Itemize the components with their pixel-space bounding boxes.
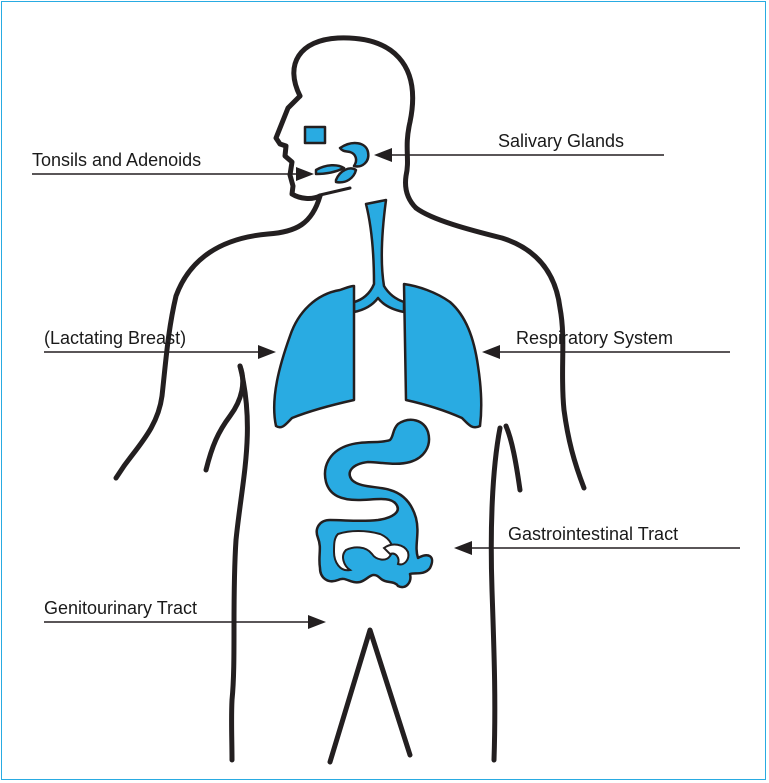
face-front (276, 96, 320, 198)
gastrointestinal-tract (317, 420, 432, 587)
left-torso-side (232, 366, 248, 760)
right-lung (404, 284, 481, 427)
label-genito: Genitourinary Tract (44, 598, 197, 618)
arrow-breast (258, 345, 276, 359)
label-breast: (Lactating Breast) (44, 328, 186, 348)
arrow-genito (308, 615, 326, 629)
arrow-gastro (454, 541, 472, 555)
label-respiratory: Respiratory System (516, 328, 673, 348)
neck-mark (320, 188, 350, 195)
arrow-tonsils (296, 167, 314, 181)
trachea (354, 200, 404, 312)
left-inner-arm (206, 366, 243, 470)
arrow-salivary (374, 148, 392, 162)
label-tonsils: Tonsils and Adenoids (32, 150, 201, 170)
arrow-respiratory (482, 345, 500, 359)
label-gastro: Gastrointestinal Tract (508, 524, 678, 544)
right-inner-arm (506, 426, 520, 490)
inner-legs (330, 630, 410, 762)
label-salivary: Salivary Glands (498, 131, 624, 151)
right-torso-side (491, 428, 500, 760)
salivary-gland (340, 143, 368, 166)
face-profile (294, 38, 416, 208)
left-lung (274, 286, 354, 427)
adenoid-gland (305, 127, 325, 143)
